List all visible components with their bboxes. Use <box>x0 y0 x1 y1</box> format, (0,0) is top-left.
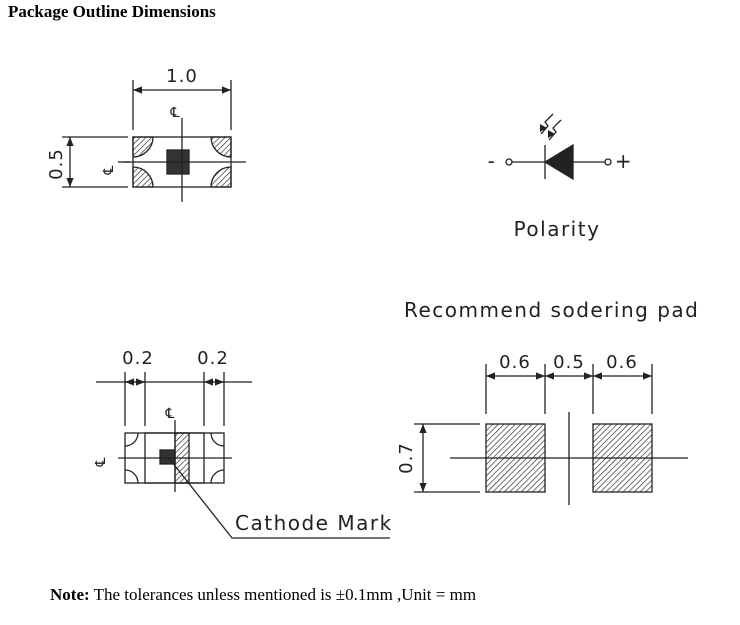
top-width-label: 1.0 <box>166 66 198 87</box>
bottom-right-label: 0.2 <box>197 348 229 369</box>
pad-height-label: 0.7 <box>396 442 417 474</box>
led-diode-icon <box>505 113 612 181</box>
pad-title: Recommend sodering pad <box>404 298 699 322</box>
top-centerline-h: ℄ <box>101 166 117 176</box>
solder-pad-diagram <box>414 364 688 505</box>
polarity-label: Polarity <box>514 217 601 241</box>
tolerance-note: Note: The tolerances unless mentioned is… <box>50 585 476 605</box>
bottom-centerline-v: ℄ <box>165 406 175 422</box>
note-bold-label: Note: <box>50 585 90 604</box>
cathode-mark-label: Cathode Mark <box>235 511 393 535</box>
pad-right-label: 0.6 <box>606 352 638 373</box>
bottom-centerline-h: ℄ <box>93 458 109 468</box>
pad-middle-label: 0.5 <box>553 352 585 373</box>
top-view <box>62 80 246 202</box>
bottom-view <box>96 372 390 539</box>
polarity-minus: - <box>488 149 497 173</box>
note-text: The tolerances unless mentioned is ±0.1m… <box>89 585 477 604</box>
page-title: Package Outline Dimensions <box>8 2 216 21</box>
pad-left-label: 0.6 <box>499 352 531 373</box>
top-centerline-v: ℄ <box>170 105 180 121</box>
top-height-label: 0.5 <box>46 148 67 180</box>
polarity-plus: + <box>615 149 633 173</box>
bottom-left-label: 0.2 <box>122 348 154 369</box>
